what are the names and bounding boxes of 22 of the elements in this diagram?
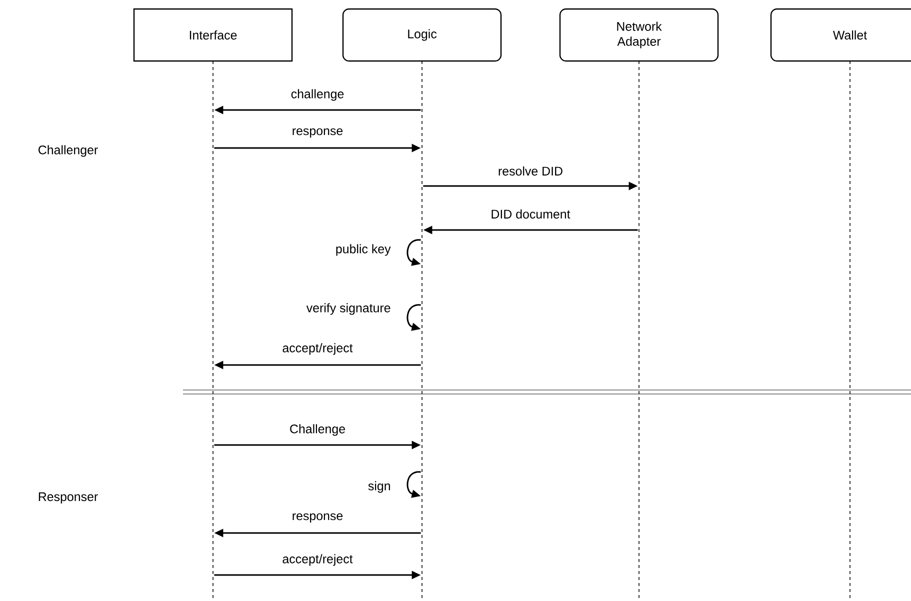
participant-box: Wallet xyxy=(770,8,911,62)
participant-box: Logic xyxy=(342,8,502,62)
edge-label: verify signature xyxy=(305,302,392,316)
edge-label: accept/reject xyxy=(281,342,354,356)
message-arrow xyxy=(406,304,421,331)
edge-label: response xyxy=(290,512,344,524)
edge-label: sign xyxy=(366,480,392,494)
edge-label: accept/reject xyxy=(281,553,354,567)
section-label: Responser xyxy=(38,492,98,504)
edge-label: resolve DID xyxy=(496,165,564,177)
lifeline xyxy=(638,60,640,601)
edge-label: challenge xyxy=(290,88,346,102)
section-label: Challenger xyxy=(38,145,98,157)
lifeline xyxy=(212,60,214,601)
participant-box: Interface xyxy=(133,8,293,62)
edge-label: DID document xyxy=(490,208,572,220)
message-arrow xyxy=(406,239,421,266)
edge-label: public key xyxy=(334,243,392,257)
message-arrow xyxy=(406,471,421,498)
edge-label: response xyxy=(290,127,344,139)
participant-box: Network Adapter xyxy=(559,8,719,62)
edge-label: Challenge xyxy=(288,423,347,437)
